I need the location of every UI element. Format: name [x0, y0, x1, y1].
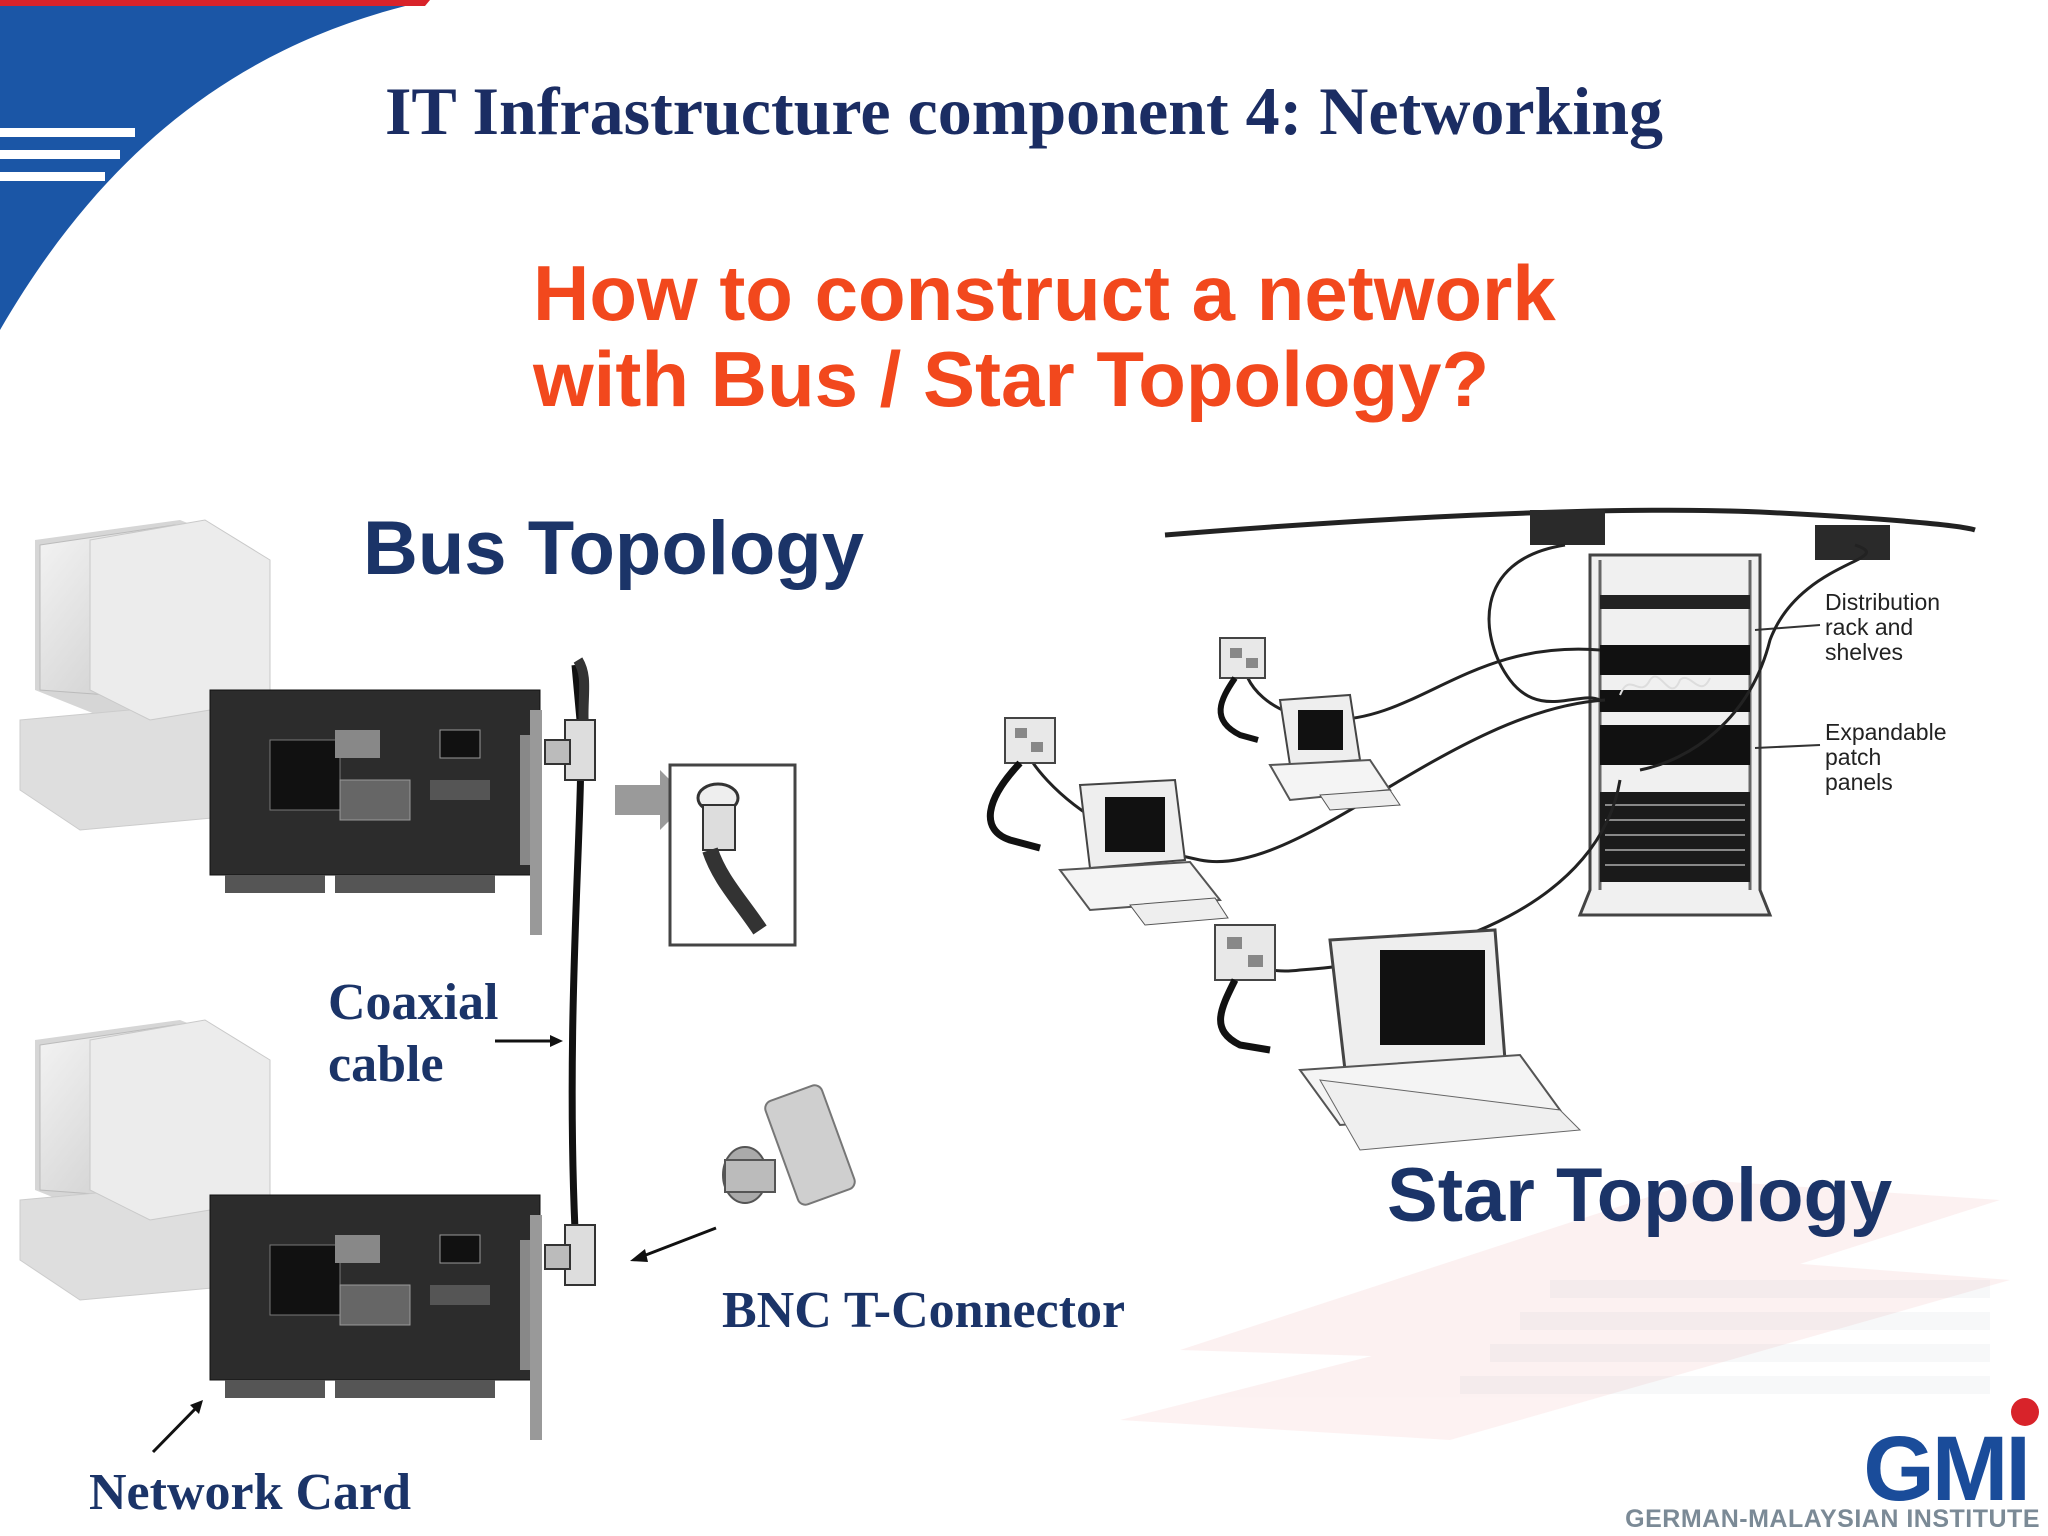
patch-label-line-1: Expandable — [1825, 719, 1947, 745]
rack-label-line-2: rack and — [1825, 614, 1914, 640]
coaxial-cable-label: Coaxial cable — [328, 972, 498, 1096]
swoosh-stripe — [0, 128, 135, 137]
workstation-icon — [1058, 778, 1229, 926]
coaxial-label-line-2: cable — [328, 1036, 444, 1093]
distribution-rack-label: Distribution rack and shelves — [1825, 590, 1940, 665]
corner-swoosh — [0, 0, 430, 330]
wall-jack-icon — [1214, 924, 1276, 1054]
question-line-2: with Bus / Star Topology? — [533, 335, 1490, 423]
workstation-icon — [1268, 693, 1401, 811]
slide-question: How to construct a network with Bus / St… — [533, 250, 1556, 422]
question-line-1: How to construct a network — [533, 249, 1556, 337]
backbone-tap-icon — [1815, 525, 1890, 560]
slide-title: IT Infrastructure component 4: Networkin… — [384, 73, 1664, 149]
patch-label-line-3: panels — [1825, 769, 1893, 795]
bnc-plug-inset — [668, 763, 797, 947]
star-topology-heading: Star Topology — [1387, 1153, 1893, 1238]
coaxial-pointer-arrow-icon — [495, 1035, 563, 1047]
swoosh-stripe — [0, 172, 105, 181]
computer-icon — [19, 1019, 301, 1301]
watermark-bars — [1460, 1280, 1990, 1394]
swoosh-stripe — [0, 150, 120, 159]
t-connector-icon — [544, 719, 596, 781]
workstation-icon — [1298, 928, 1582, 1151]
network-card-label: Network Card — [89, 1464, 412, 1521]
logo-wordmark: GMI — [1863, 1418, 2031, 1520]
wall-jack-icon — [986, 717, 1056, 852]
bnc-connector-label: BNC T-Connector — [722, 1282, 1126, 1339]
bnc-connector-icon — [722, 1084, 856, 1206]
wall-jack-icon — [1217, 637, 1266, 743]
watermark-stripes — [1120, 1180, 2010, 1440]
rack-label-line-1: Distribution — [1825, 589, 1941, 615]
rack-label-line-3: shelves — [1825, 639, 1903, 665]
network-card-pointer-arrow-icon — [151, 1400, 203, 1454]
bnc-pointer-arrow-icon — [630, 1226, 717, 1262]
patch-panel-label: Expandable patch panels — [1825, 720, 1947, 795]
distribution-rack-icon — [1577, 553, 1773, 917]
t-connector-icon — [544, 1224, 596, 1286]
corner-red-line — [0, 0, 430, 6]
bus-topology-heading: Bus Topology — [363, 506, 864, 591]
coaxial-label-line-1: Coaxial — [328, 974, 499, 1031]
backbone-cable — [1164, 507, 1976, 538]
network-card-icon — [209, 689, 542, 935]
logo-subtitle: GERMAN-MALAYSIAN INSTITUTE — [1625, 1505, 2040, 1533]
logo-dot-icon — [2011, 1398, 2039, 1426]
patch-label-line-2: patch — [1825, 744, 1882, 770]
gmi-logo: GMI GERMAN-MALAYSIAN INSTITUTE — [1600, 1385, 2040, 1535]
backbone-tap-icon — [1530, 510, 1605, 545]
network-card-icon — [209, 1194, 542, 1440]
